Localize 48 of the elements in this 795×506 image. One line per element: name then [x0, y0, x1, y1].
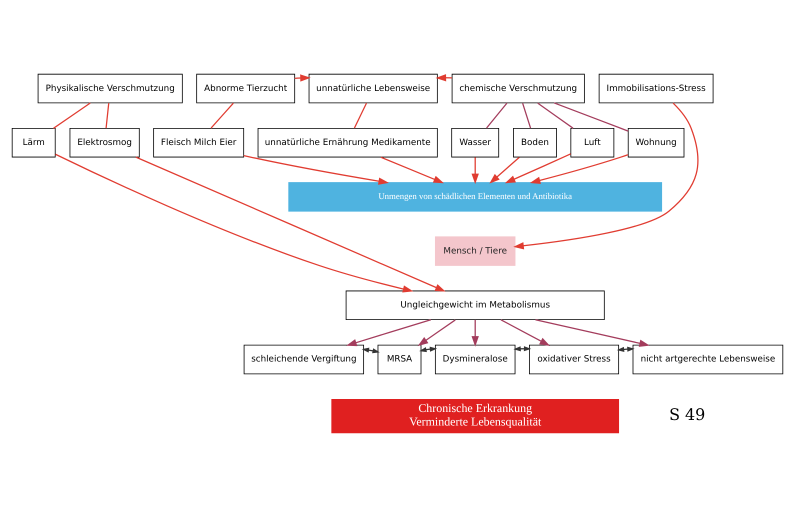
node-box: Wasser	[451, 127, 500, 157]
node-box: Wohnung	[628, 127, 684, 157]
node-box: Mensch / Tiere	[434, 236, 516, 266]
node-box: Fleisch Milch Eier	[153, 127, 244, 157]
node-box: nicht artgerechte Lebensweise	[632, 344, 784, 374]
connector	[53, 102, 91, 128]
node-box: oxidativer Stress	[529, 344, 620, 374]
node-box: Immobilisations-Stress	[598, 73, 714, 103]
node-box: Physikalische Verschmutzung	[38, 73, 183, 103]
node-box: Boden	[513, 127, 557, 157]
arrow	[136, 156, 446, 292]
arrow	[380, 156, 444, 183]
node-box: Abnorme Tierzucht	[196, 73, 296, 103]
node-box: Chronische Erkrankung Verminderte Lebensqualität	[331, 398, 620, 433]
connector	[537, 102, 574, 128]
connector	[554, 102, 628, 132]
node-box: Ungleichgewicht im Metabolismus	[346, 290, 605, 320]
connector	[105, 102, 110, 128]
arrow	[346, 318, 432, 346]
arrow	[513, 102, 699, 249]
arrow	[504, 152, 572, 183]
node-box: unnatürliche Ernährung Medikamente	[258, 127, 438, 157]
arrow	[472, 319, 479, 346]
arrow	[513, 346, 532, 351]
arrow	[55, 153, 414, 292]
arrow	[500, 318, 550, 346]
label: S 49	[669, 404, 706, 424]
connector	[486, 102, 508, 128]
node-box: Lärm	[12, 127, 56, 157]
node-box: Dysmineralose	[434, 344, 516, 374]
node-box: Unmengen von schädlichen Elementen und Antibiotika	[288, 182, 662, 212]
node-box: chemische Verschmutzung	[452, 73, 585, 103]
node-box: Elektrosmog	[70, 127, 140, 157]
connector	[354, 102, 368, 128]
arrow	[436, 74, 452, 81]
arrow	[244, 154, 389, 184]
node-box: unnatürliche Lebensweise	[308, 73, 438, 103]
arrow	[418, 318, 456, 346]
node-box: Luft	[570, 127, 614, 157]
node-box: schleichende Vergiftung	[244, 344, 364, 374]
connector	[522, 102, 532, 128]
connector	[210, 102, 234, 128]
arrow	[489, 156, 520, 184]
arrow	[294, 74, 311, 82]
arrow	[535, 318, 650, 346]
node-box: MRSA	[378, 344, 422, 374]
arrow	[530, 154, 628, 184]
arrow	[472, 156, 479, 184]
